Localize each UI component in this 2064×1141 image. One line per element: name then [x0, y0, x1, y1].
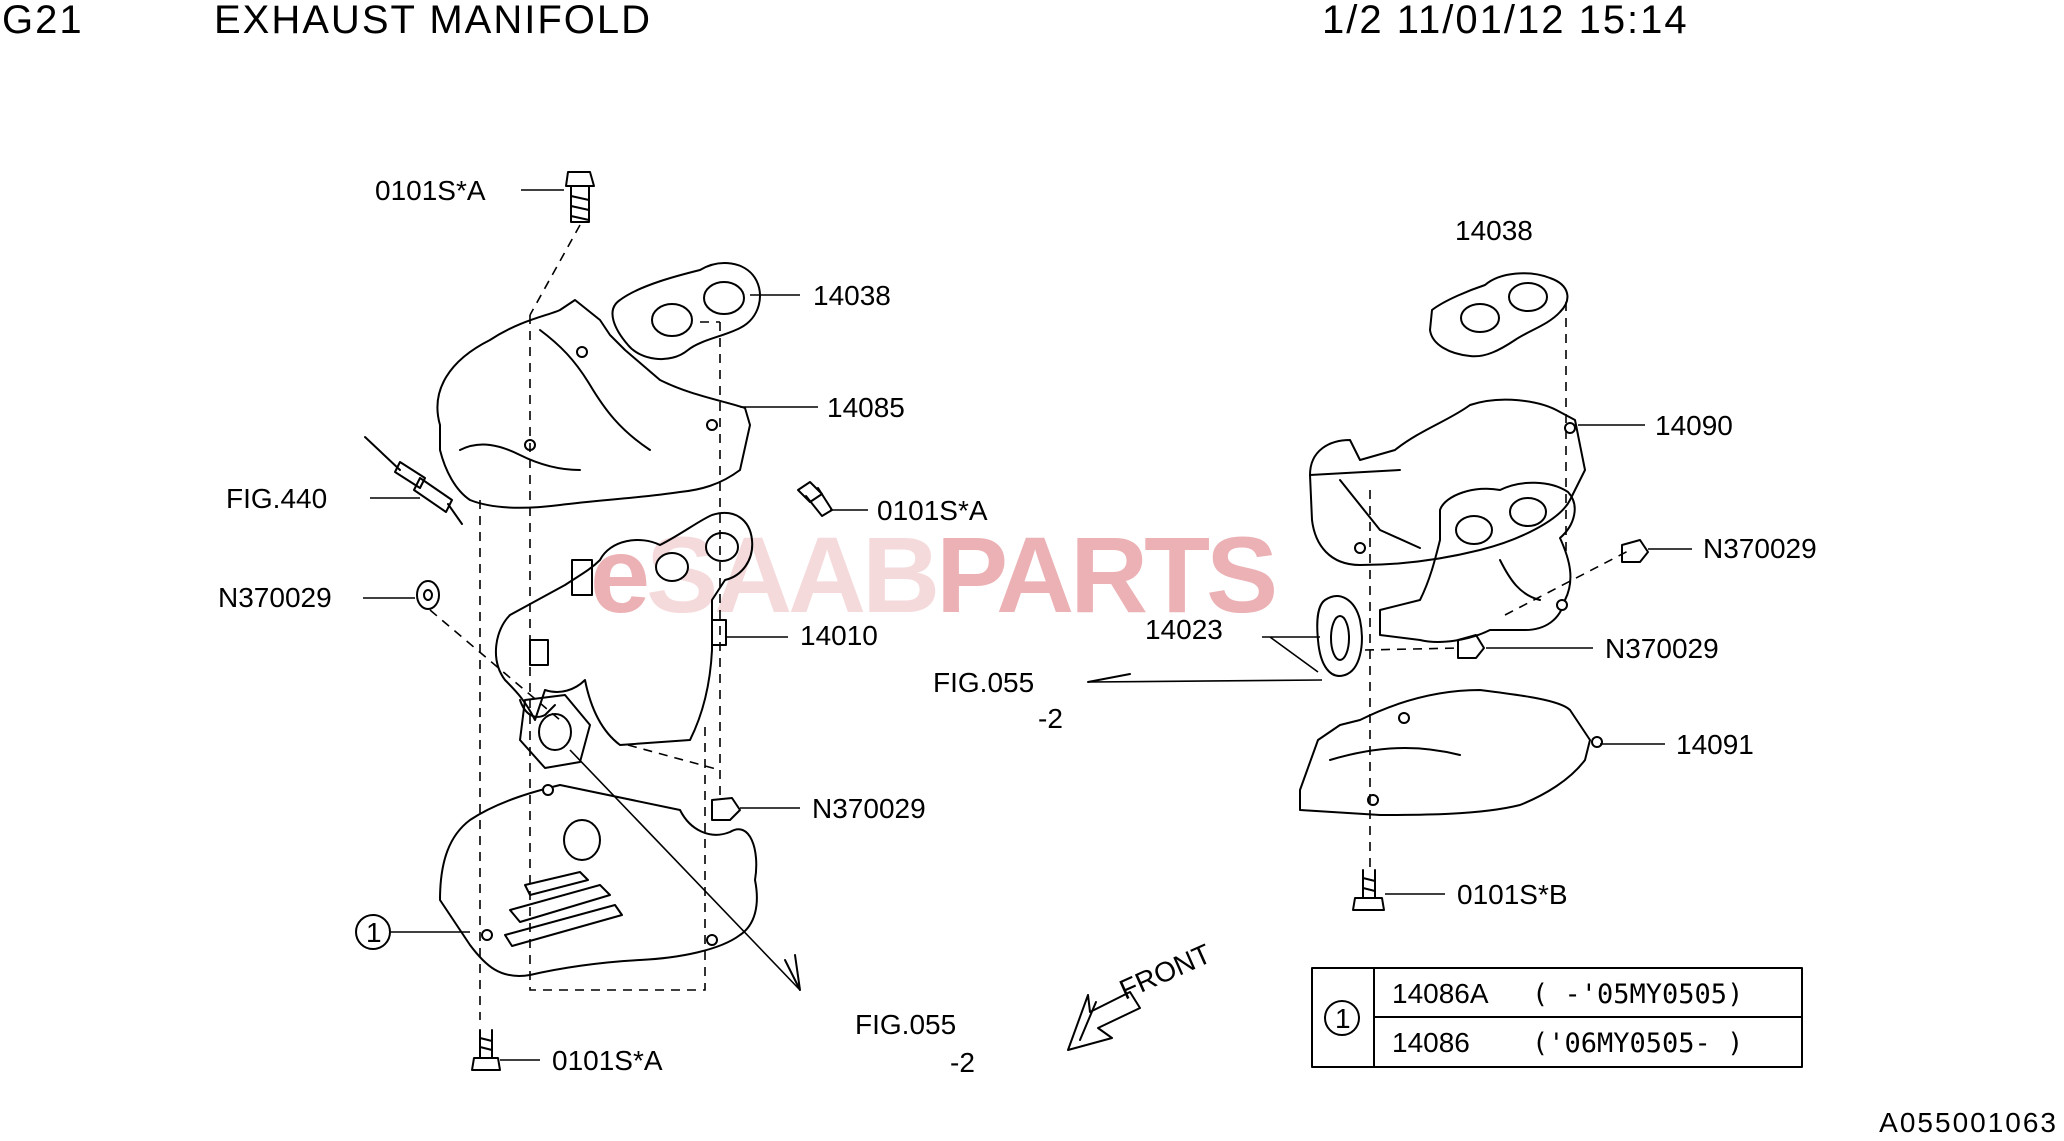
table-row-1-part: 14086: [1392, 1027, 1470, 1058]
nut-left-part: [416, 580, 440, 610]
cover-lower-right-part: [1299, 689, 1603, 816]
label-gasket-round-right: 14023: [1145, 614, 1223, 645]
flange-gasket-left-part: [519, 694, 591, 769]
table-row-0-range: ( -'05MY0505): [1532, 979, 1743, 1010]
gasket-right-part: [1429, 272, 1569, 358]
right-assembly: [1087, 272, 1649, 911]
label-nut-left: N370029: [218, 582, 332, 613]
ref-circle-left-icon: [355, 914, 391, 950]
label-bolt-top-left: 0101S*A: [375, 175, 486, 206]
watermark-prefix: e: [590, 514, 647, 635]
label-nut-right-mid: N370029: [1605, 633, 1719, 664]
bolt-top-left-part: [565, 171, 595, 223]
bolt-bottom-left-part: [471, 1029, 501, 1071]
watermark-brand: SAAB: [646, 514, 936, 635]
label-fig055-mid: FIG.055: [933, 667, 1034, 698]
label-cover-upper-right: 14090: [1655, 410, 1733, 441]
nut-right-mid-part: [1457, 634, 1485, 659]
nut-right-upper-part: [1621, 539, 1649, 563]
label-gasket-right: 14038: [1455, 215, 1533, 246]
drawing-code: A055001063: [1879, 1107, 2058, 1138]
cover-lower-left-part: [439, 784, 758, 977]
label-fig055-mid-sub: -2: [1038, 703, 1063, 734]
label-manifold-left: 14010: [800, 620, 878, 651]
table-ref: 1: [1335, 1003, 1351, 1034]
label-nut-right-upper: N370029: [1703, 533, 1817, 564]
label-cover-upper-left: 14085: [827, 392, 905, 423]
label-fig055-bottom: FIG.055: [855, 1009, 956, 1040]
left-callouts: 0101S*A 14038 14085 FIG.440 0101S*A N370…: [218, 175, 988, 1078]
oxygen-sensor-part: [364, 436, 463, 525]
watermark-suffix: PARTS: [936, 514, 1274, 635]
label-ref-circle-left: 1: [366, 917, 382, 948]
page-date-stamp: 1/2 11/01/12 15:14: [1322, 0, 1689, 42]
gasket-left-part: [611, 262, 761, 361]
watermark-logo: eSAABPARTS: [590, 514, 1274, 635]
label-nut-lower-left: N370029: [812, 793, 926, 824]
label-cover-lower-right: 14091: [1676, 729, 1754, 760]
right-callouts: 14038 14090 N370029 14023 N370029 FIG.05…: [933, 215, 1817, 910]
label-bolt-bottom-right: 0101S*B: [1457, 879, 1568, 910]
front-arrow-icon: FRONT: [1067, 938, 1216, 1051]
label-bolt-mid-left: 0101S*A: [877, 495, 988, 526]
nut-lower-left-part: [711, 797, 741, 821]
label-bolt-bottom-left: 0101S*A: [552, 1045, 663, 1076]
variant-table: 1 14086A ( -'05MY0505) 14086 ('06MY0505-…: [1311, 967, 1803, 1068]
label-gasket-left: 14038: [813, 280, 891, 311]
label-front: FRONT: [1115, 938, 1216, 1006]
ref-circle-table-icon: [1324, 1000, 1360, 1036]
label-fig440: FIG.440: [226, 483, 327, 514]
cover-upper-left-part: [436, 299, 751, 509]
group-code: G21: [2, 0, 84, 42]
manifold-right-part: [1379, 481, 1576, 643]
table-row-1-range: ('06MY0505- ): [1532, 1028, 1743, 1059]
bolt-bottom-right-part: [1352, 869, 1385, 911]
label-fig055-bottom-sub: -2: [950, 1047, 975, 1078]
cover-upper-right-part: [1309, 398, 1586, 566]
diagram-title: EXHAUST MANIFOLD: [214, 0, 652, 42]
bolt-mid-left-part: [797, 481, 833, 517]
table-row-0-part: 14086A: [1392, 978, 1489, 1009]
left-assembly: [364, 171, 833, 1071]
gasket-round-right-part: [1316, 595, 1363, 677]
